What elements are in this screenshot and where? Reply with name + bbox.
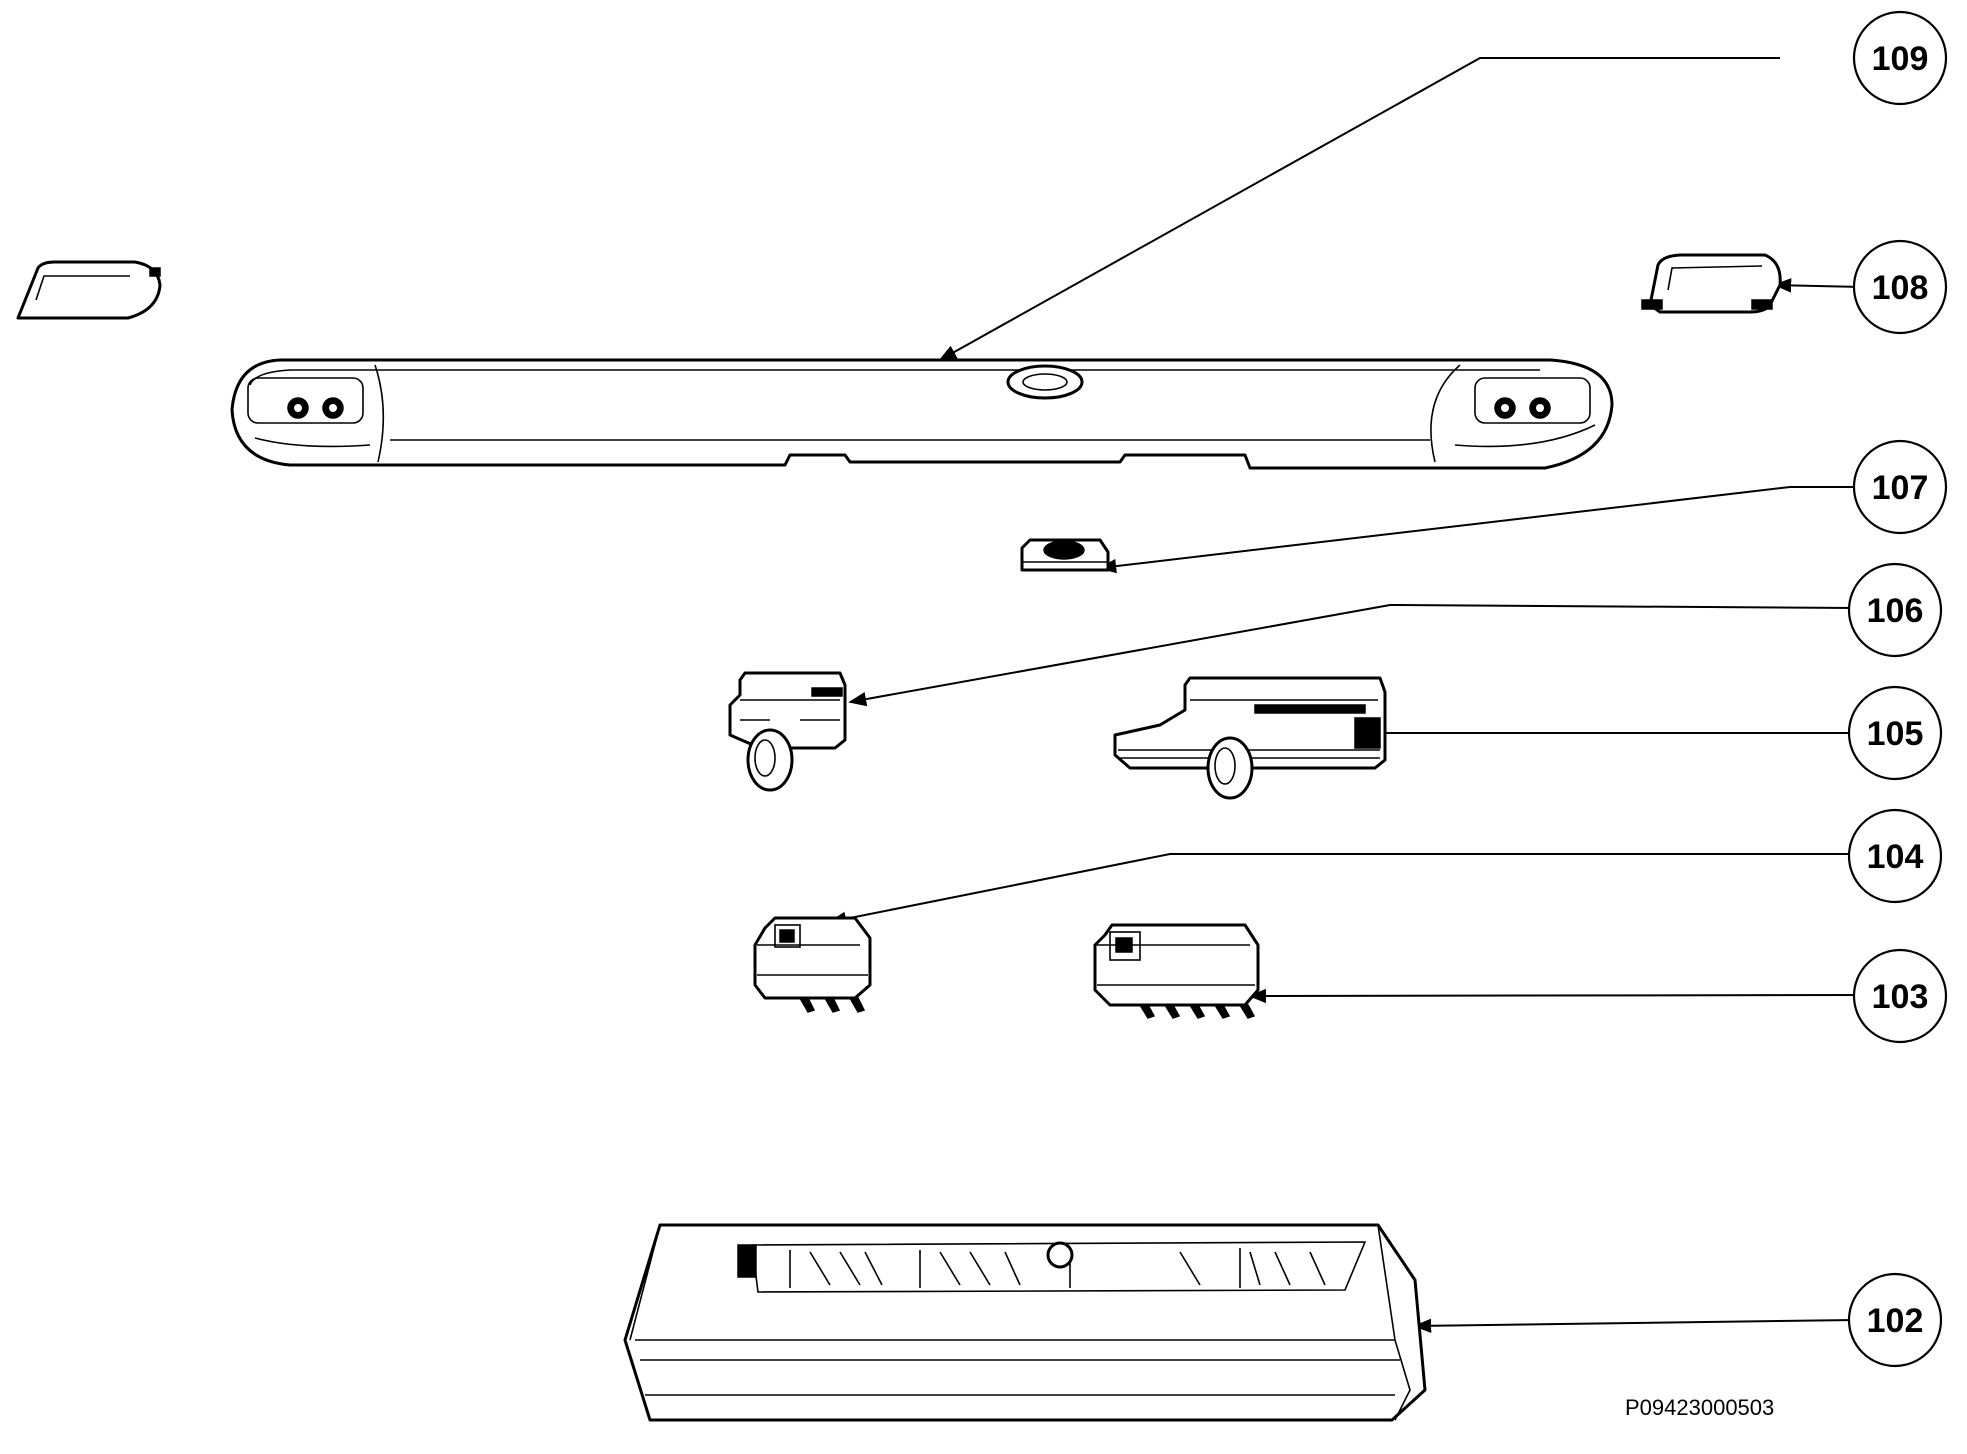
switch-knob-part-105 <box>1113 676 1387 800</box>
switch-pins <box>798 997 866 1013</box>
button-part-107 <box>1020 538 1110 572</box>
callout-109: 109 <box>1852 10 1948 106</box>
left-end-cap-part <box>16 260 162 320</box>
svg-text:103: 103 <box>1872 978 1929 1016</box>
leader-line-103 <box>1248 988 1863 1004</box>
svg-text:106: 106 <box>1867 592 1924 630</box>
drawing-reference-code: P09423000503 <box>1625 1395 1774 1420</box>
switch-knob-part-106 <box>728 671 847 792</box>
svg-text:107: 107 <box>1872 469 1929 507</box>
right-end-cap-part-108 <box>1641 253 1782 314</box>
svg-text:105: 105 <box>1867 715 1924 753</box>
leader-line-107 <box>1098 486 1862 574</box>
svg-text:109: 109 <box>1872 40 1929 78</box>
callout-103: 103 <box>1852 948 1948 1044</box>
callout-107: 107 <box>1852 439 1948 535</box>
leader-line-104 <box>828 853 1855 926</box>
housing-compartments <box>789 1248 1326 1288</box>
leader-line-108 <box>1773 278 1863 293</box>
micro-switch-part-104 <box>753 916 872 1013</box>
callout-108: 108 <box>1852 239 1948 335</box>
leader-line-109 <box>938 57 1780 361</box>
leader-lines <box>828 57 1863 1333</box>
control-housing-part-102 <box>623 1223 1427 1422</box>
svg-text:102: 102 <box>1867 1302 1924 1340</box>
leader-line-106 <box>848 603 1856 707</box>
callout-106: 106 <box>1847 562 1943 658</box>
svg-text:104: 104 <box>1867 838 1924 876</box>
callout-102: 102 <box>1847 1272 1943 1368</box>
callout-104: 104 <box>1847 808 1943 904</box>
micro-switch-part-103 <box>1093 923 1260 1019</box>
top-cover-part-109 <box>230 358 1614 470</box>
switch-pins <box>1138 1004 1256 1019</box>
leader-line-102 <box>1413 1318 1856 1333</box>
svg-text:108: 108 <box>1872 269 1929 307</box>
callout-105: 105 <box>1847 685 1943 781</box>
